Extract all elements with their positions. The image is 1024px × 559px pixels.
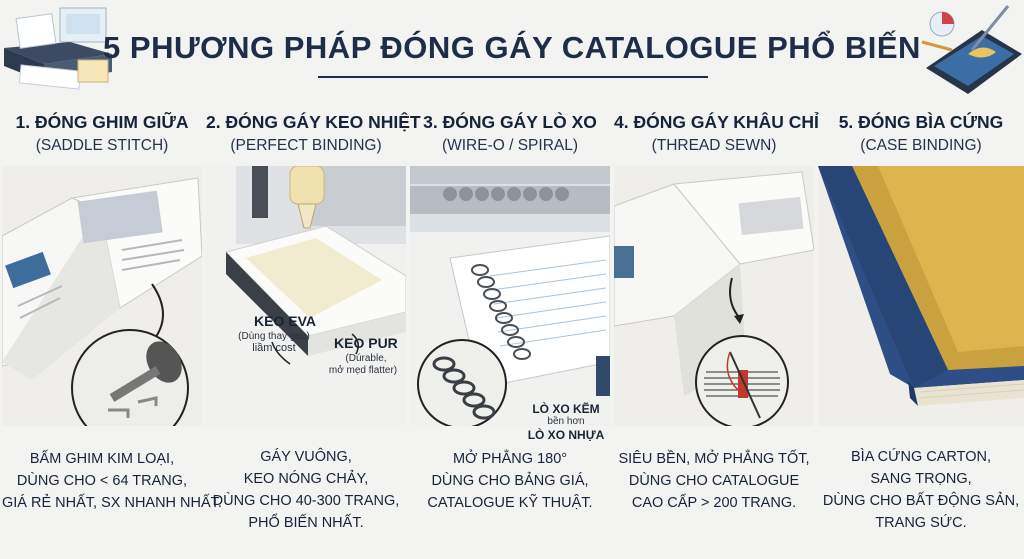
pur-glue-label: KEO PUR <box>334 335 398 351</box>
method-description: BẤM GHIM KIM LOẠI, DÙNG CHO < 64 TRANG, … <box>2 448 222 514</box>
method-thread-sewn: 4. ĐÓNG GÁY KHÂU CHỈ (THREAD SEWN) SIÊU … <box>614 100 819 559</box>
method-title: 4. ĐÓNG GÁY KHÂU CHỈ <box>614 112 819 132</box>
description-line: DÙNG CHO CATALOGUE <box>628 473 800 489</box>
method-case-binding: 5. ĐÓNG BÌA CỨNG (CASE BINDING) BÌA CỨNG… <box>818 100 1024 559</box>
eva-glue-note: (Dùng thay geo) <box>238 331 310 342</box>
method-subtitle: (CASE BINDING) <box>860 137 982 154</box>
page-title: 5 PHƯƠNG PHÁP ĐÓNG GÁY CATALOGUE PHỔ BIẾ… <box>103 30 921 65</box>
method-description: BÌA CỨNG CARTON, SANG TRỌNG, DÙNG CHO BẤ… <box>818 446 1024 534</box>
description-line: CATALOGUE KỸ THUẬT. <box>427 495 593 511</box>
wire-note-line: bền hơn <box>547 416 585 427</box>
description-line: BẤM GHIM KIM LOẠI, <box>29 451 175 467</box>
method-description: SIÊU BỀN, MỞ PHẲNG TỐT, DÙNG CHO CATALOG… <box>614 448 814 514</box>
description-line: DÙNG CHO BẢNG GIÁ, <box>431 473 589 489</box>
description-line: TRANG SỨC. <box>875 515 967 531</box>
method-title: 2. ĐÓNG GÁY KEO NHIỆT <box>206 112 421 132</box>
pur-glue-note: mở mẹd flatter) <box>328 365 398 376</box>
wire-note-line: LÒ XO NHỰA <box>527 428 605 442</box>
printer-illustration-icon <box>4 7 112 90</box>
description-line: PHỔ BIẾN NHẤT. <box>248 515 364 531</box>
eva-glue-label: KEO EVA <box>254 313 316 329</box>
header: 5 PHƯƠNG PHÁP ĐÓNG GÁY CATALOGUE PHỔ BIẾ… <box>0 0 1024 96</box>
description-line: BÌA CỨNG CARTON, <box>851 449 991 465</box>
description-line: GÁY VUÔNG, <box>260 449 352 465</box>
design-tools-illustration-icon <box>921 5 1022 94</box>
description-line: DÙNG CHO < 64 TRANG, <box>16 473 188 489</box>
method-subtitle: (SADDLE STITCH) <box>35 137 169 154</box>
method-description: MỞ PHẲNG 180° DÙNG CHO BẢNG GIÁ, CATALOG… <box>410 448 610 514</box>
pur-glue-note: (Dúrable, <box>345 353 387 364</box>
wire-spiral-illustration <box>410 166 610 426</box>
method-description: GÁY VUÔNG, KEO NÓNG CHẢY, DÙNG CHO 40-30… <box>206 446 406 534</box>
saddle-stitch-illustration <box>2 166 202 426</box>
method-subtitle: (PERFECT BINDING) <box>230 137 382 154</box>
description-line: SIÊU BỀN, MỞ PHẲNG TỐT, <box>618 451 810 467</box>
eva-glue-note: liầm cost <box>252 342 296 354</box>
perfect-binding-illustration <box>206 166 406 426</box>
wire-note-line: LÒ XO KẼM <box>532 402 600 416</box>
method-perfect-binding: 2. ĐÓNG GÁY KEO NHIỆT (PERFECT BINDING) … <box>206 100 421 559</box>
method-wire-spiral: 3. ĐÓNG GÁY LÒ XO (WIRE-O / SPIRAL) LÒ X… <box>410 100 610 559</box>
method-title: 1. ĐÓNG GHIM GIỮA <box>15 112 189 132</box>
thread-sewn-illustration <box>614 166 814 426</box>
method-subtitle: (WIRE-O / SPIRAL) <box>441 137 579 154</box>
description-line: MỞ PHẲNG 180° <box>452 451 568 467</box>
method-saddle-stitch: 1. ĐÓNG GHIM GIỮA (SADDLE STITCH) BẤM GH… <box>2 100 222 559</box>
method-title: 3. ĐÓNG GÁY LÒ XO <box>423 112 597 132</box>
description-line: CAO CẤP > 200 TRANG. <box>631 495 797 511</box>
description-line: SANG TRỌNG, <box>870 471 972 487</box>
case-binding-illustration <box>818 166 1024 426</box>
description-line: DÙNG CHO 40-300 TRANG, <box>212 493 400 509</box>
method-subtitle: (THREAD SEWN) <box>651 137 777 154</box>
title-underline <box>318 76 708 78</box>
method-title: 5. ĐÓNG BÌA CỨNG <box>838 112 1004 132</box>
description-line: KEO NÓNG CHẢY, <box>243 471 369 487</box>
description-line: DÙNG CHO BẤT ĐỘNG SẢN, <box>822 493 1020 509</box>
description-line: GIÁ RẺ NHẤT, SX NHANH NHẤT. <box>2 495 222 511</box>
